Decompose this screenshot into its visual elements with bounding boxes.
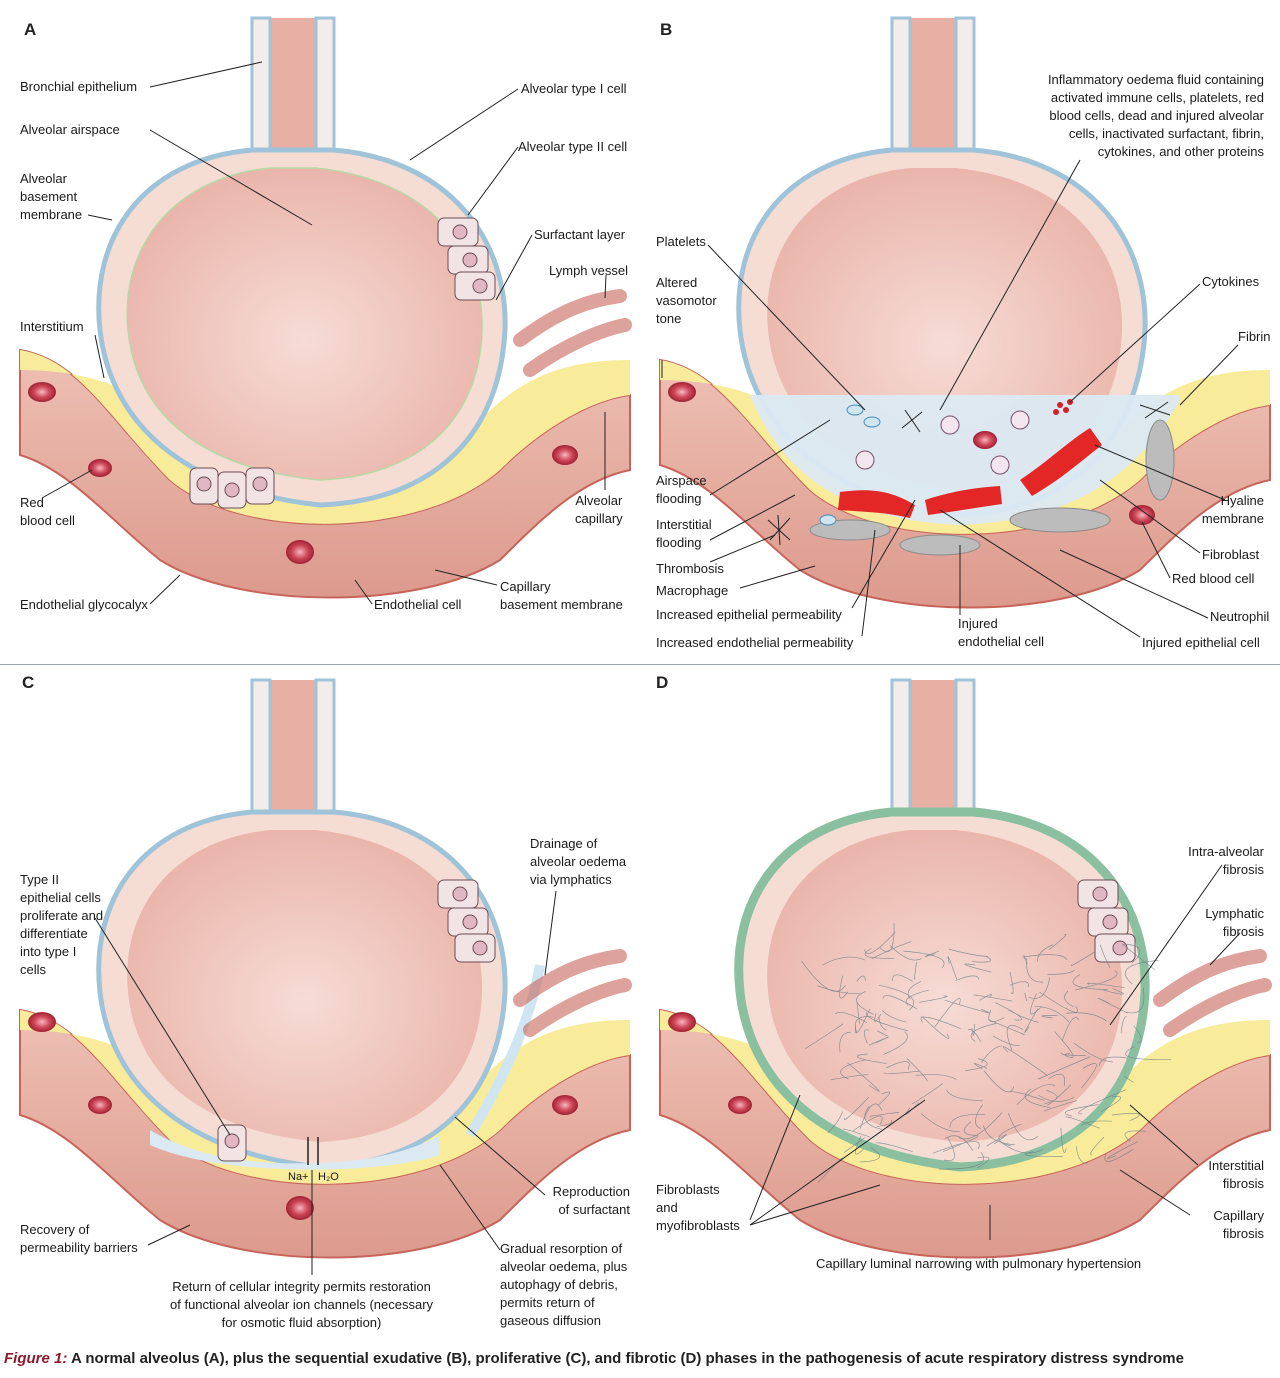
label-lymphatic-fibrosis: Lymphatic fibrosis bbox=[1205, 906, 1264, 939]
type-ii-cells bbox=[1077, 879, 1136, 963]
panel-c-leaders bbox=[94, 890, 557, 1275]
label-injured-epithelial: Injured epithelial cell bbox=[1142, 635, 1260, 650]
type-ii-cells bbox=[217, 879, 496, 1162]
red-blood-cells bbox=[668, 1012, 752, 1114]
label-na: Na+ bbox=[288, 1171, 309, 1183]
label-gradual-resorption: Gradual resorption of alveolar oedema, p… bbox=[500, 1241, 628, 1328]
panel-d-illustration bbox=[659, 678, 1272, 1259]
panel-a-label: A bbox=[24, 20, 37, 39]
label-alveolar-type-i: Alveolar type I cell bbox=[521, 81, 627, 96]
label-surfactant-layer: Surfactant layer bbox=[534, 227, 626, 242]
label-platelets: Platelets bbox=[656, 234, 706, 249]
panel-c-label: C bbox=[22, 673, 35, 692]
hyaline-membrane bbox=[838, 428, 1102, 518]
panel-b-label: B bbox=[660, 20, 673, 39]
lymph-vessel bbox=[513, 949, 632, 1037]
cytokines-icons bbox=[1053, 399, 1073, 415]
thrombosis-icon bbox=[767, 401, 1171, 546]
panel-b-leaders bbox=[661, 159, 1239, 638]
figure-number: Figure 1: bbox=[4, 1350, 68, 1367]
label-return-integrity: Return of cellular integrity permits res… bbox=[170, 1279, 434, 1330]
bronchial-epithelium-right bbox=[954, 678, 976, 822]
alveolar-airspace bbox=[127, 830, 483, 1142]
label-endothelial-glycocalyx: Endothelial glycocalyx bbox=[20, 597, 148, 612]
panel-c: C Type II epithelial cells proliferate a… bbox=[0, 665, 640, 1345]
red-blood-cells bbox=[28, 1012, 578, 1220]
label-recovery: Recovery of permeability barriers bbox=[20, 1222, 138, 1255]
label-reproduction-surfactant: Reproduction of surfactant bbox=[552, 1184, 630, 1217]
label-airspace-flooding: Airspace flooding bbox=[656, 473, 707, 506]
panel-divider bbox=[0, 664, 1280, 665]
bronchial-epithelium-left bbox=[250, 678, 272, 822]
bronchial-epithelium-right bbox=[314, 678, 336, 822]
label-alveolar-type-ii: Alveolar type II cell bbox=[518, 139, 628, 154]
label-macrophage: Macrophage bbox=[656, 583, 729, 598]
panel-b: B Inflammatory oedema fluid containing a… bbox=[640, 0, 1280, 665]
label-alveolar-capillary: Alveolar capillary bbox=[575, 493, 623, 526]
label-capillary-narrowing: Capillary luminal narrowing with pulmona… bbox=[816, 1256, 1142, 1271]
label-hyaline-membrane: Hyaline membrane bbox=[1201, 493, 1264, 526]
bronchial-epithelium-left bbox=[890, 678, 912, 822]
lymph-vessel bbox=[513, 289, 632, 377]
fibrosis-strands bbox=[801, 923, 1172, 1183]
label-cytokines: Cytokines bbox=[1202, 274, 1260, 289]
interstitium bbox=[20, 1010, 630, 1184]
label-fibroblast: Fibroblast bbox=[1202, 547, 1260, 562]
panel-c-illustration bbox=[19, 678, 632, 1275]
immune-cells bbox=[855, 410, 1030, 475]
label-alveolar-airspace: Alveolar airspace bbox=[20, 122, 120, 137]
panel-b-illustration bbox=[659, 16, 1271, 638]
bronchial-lumen bbox=[268, 18, 318, 168]
panel-a-illustration bbox=[19, 16, 632, 605]
label-thrombosis: Thrombosis bbox=[656, 561, 724, 576]
panel-a-leaders bbox=[41, 61, 607, 605]
bronchial-lumen bbox=[908, 18, 958, 168]
label-inflammatory-fluid: Inflammatory oedema fluid containing act… bbox=[1047, 72, 1264, 159]
interstitium bbox=[660, 360, 1270, 534]
label-increased-epithelial: Increased epithelial permeability bbox=[656, 607, 842, 622]
alveolar-airspace bbox=[767, 830, 1123, 1142]
ion-channel-arrows bbox=[307, 1137, 319, 1165]
lymph-vessel bbox=[1153, 949, 1272, 1037]
label-increased-endothelial: Increased endothelial permeability bbox=[656, 635, 854, 650]
label-lymph-vessel: Lymph vessel bbox=[549, 263, 628, 278]
panel-d: D Intra-alveolar fibrosis Lymphatic fibr… bbox=[640, 665, 1280, 1345]
label-intra-alveolar-fibrosis: Intra-alveolar fibrosis bbox=[1188, 844, 1264, 877]
figure-caption: Figure 1: A normal alveolus (A), plus th… bbox=[4, 1350, 1184, 1367]
label-h2o: H₂O bbox=[318, 1171, 339, 1183]
label-neutrophil: Neutrophil bbox=[1210, 609, 1270, 624]
label-capillary-basement-membrane: Capillary basement membrane bbox=[500, 579, 623, 612]
type-ii-cells bbox=[189, 217, 496, 509]
label-bronchial-epithelium: Bronchial epithelium bbox=[20, 79, 138, 94]
bronchial-epithelium-right bbox=[314, 16, 336, 160]
bronchial-epithelium-left bbox=[890, 16, 912, 160]
figure-caption-text: A normal alveolus (A), plus the sequenti… bbox=[67, 1350, 1184, 1367]
label-fibroblasts: Fibroblasts and myofibroblasts bbox=[656, 1182, 740, 1233]
red-blood-cells bbox=[28, 382, 578, 564]
label-injured-endothelial: Injured endothelial cell bbox=[958, 616, 1045, 649]
label-red-blood-cell: Red blood cell bbox=[20, 495, 75, 528]
label-interstitial-flooding: Interstitial flooding bbox=[656, 517, 712, 550]
bronchial-epithelium-left bbox=[250, 16, 272, 160]
label-interstitium: Interstitium bbox=[20, 319, 84, 334]
red-blood-cells bbox=[668, 382, 1155, 525]
label-red-blood-cell: Red blood cell bbox=[1172, 571, 1255, 586]
bronchial-lumen bbox=[268, 680, 318, 830]
bronchial-epithelium-right bbox=[954, 16, 976, 160]
bronchial-lumen bbox=[908, 680, 958, 830]
label-endothelial-cell: Endothelial cell bbox=[374, 597, 462, 612]
label-capillary-fibrosis: Capillary fibrosis bbox=[1213, 1208, 1264, 1241]
panel-d-leaders bbox=[749, 864, 1241, 1240]
platelets-icons bbox=[819, 404, 881, 526]
label-fibrin: Fibrin bbox=[1238, 329, 1271, 344]
interstitium bbox=[660, 1010, 1270, 1184]
panel-d-label: D bbox=[656, 673, 669, 692]
label-type-ii-proliferate: Type II epithelial cells proliferate and… bbox=[20, 872, 104, 977]
panel-a: A Bronchial epithelium Alveolar airspace… bbox=[0, 0, 640, 665]
label-drainage: Drainage of alveolar oedema via lymphati… bbox=[530, 836, 627, 887]
label-alveolar-basement-membrane: Alveolar basement membrane bbox=[20, 171, 83, 222]
interstitium bbox=[20, 350, 630, 524]
label-altered-vasomotor-tone: Altered vasomotor tone bbox=[656, 275, 717, 326]
label-interstitial-fibrosis: Interstitial fibrosis bbox=[1208, 1158, 1264, 1191]
